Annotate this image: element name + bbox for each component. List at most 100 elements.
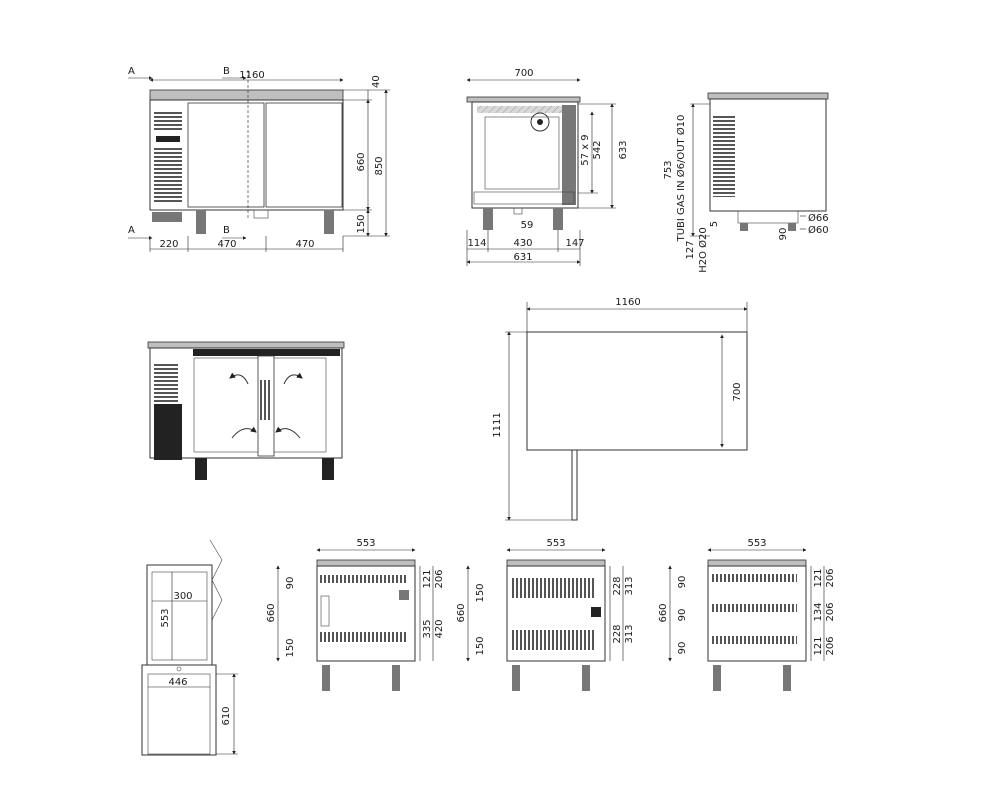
drawer-b-body — [506, 565, 606, 662]
door-w446-label: 446 — [168, 677, 187, 688]
plan-depth-label: 700 — [732, 382, 743, 401]
drawer-b-r228a-label: 228 — [612, 576, 623, 595]
drawer-c-rack-2 — [711, 604, 797, 612]
drawer-c-r121a-label: 121 — [813, 568, 824, 587]
rear-d60-label: Ø60 — [808, 224, 829, 236]
drawer-c-body — [707, 565, 807, 662]
drawer-a-v90-label: 90 — [285, 577, 296, 590]
rear-view: 753 TUBI GAS IN Ø6/OUT Ø10 H2O Ø20 127 5… — [663, 92, 829, 273]
side-b3-label: 147 — [565, 238, 584, 249]
rear-leg-2 — [788, 223, 796, 231]
drawer-a-v150-label: 150 — [285, 638, 296, 657]
airflow-leg-2 — [322, 458, 334, 480]
airflow-leg-1 — [195, 458, 207, 480]
plan-width-label: 1160 — [615, 297, 640, 308]
side-top-insulation — [477, 106, 565, 113]
rear-gas-label: TUBI GAS IN Ø6/OUT Ø10 — [675, 115, 687, 243]
side-h3-label: 633 — [618, 140, 629, 159]
door-inner-label: 553 — [160, 608, 171, 627]
side-leg-2 — [553, 208, 563, 230]
drawer-a-r121-label: 121 — [422, 569, 433, 588]
door-open-view: 300 553 446 610 — [141, 539, 238, 756]
drawer-b-leg-1 — [512, 665, 520, 691]
airflow-evaporator — [260, 380, 272, 420]
front-seg2-label: 470 — [217, 239, 236, 250]
drawer-c-rack-1 — [711, 574, 797, 582]
cold-air-arrow-left-icon — [229, 372, 249, 385]
drawer-b-width-label: 553 — [546, 538, 565, 549]
front-worktop — [149, 89, 344, 101]
door-lower-inner — [147, 673, 211, 755]
side-door-profile — [562, 105, 576, 205]
side-b2-label: 430 — [513, 238, 532, 249]
side-width-label: 700 — [514, 68, 533, 79]
side-body — [471, 101, 579, 209]
side-leg-1 — [483, 208, 493, 230]
rear-leg-1 — [740, 223, 748, 231]
drawer-c-leg-1 — [713, 665, 721, 691]
side-section-view: 700 57 x 9 542 633 114 430 147 631 59 — [466, 68, 629, 266]
side-h2-label: 542 — [592, 140, 603, 159]
drawer-b-h660-label: 660 — [456, 603, 467, 622]
drawer-a-rail — [320, 595, 330, 627]
rear-v127-label: 127 — [685, 240, 696, 259]
front-total-label: 850 — [374, 156, 385, 175]
drawer-b-bottom-rack — [510, 630, 596, 650]
rear-v5-label: 5 — [709, 221, 720, 227]
section-a-bottom: A — [128, 225, 135, 236]
plan-door-swing — [571, 449, 578, 521]
drawer-view-c: 553 660 90 90 90 121 206 134 206 121 206 — [658, 538, 836, 691]
section-b-bottom: B — [223, 225, 230, 236]
airflow-body — [149, 347, 343, 459]
front-width-label: 1160 — [239, 70, 264, 81]
drawer-b-top-rack — [510, 578, 596, 598]
airflow-grille — [154, 364, 178, 404]
door-pin-icon — [176, 666, 182, 672]
front-seg3-label: 470 — [295, 239, 314, 250]
side-inner-cabinet — [484, 116, 560, 190]
plan-view: 1160 700 1111 — [492, 297, 748, 521]
front-bottom-grille — [154, 148, 182, 204]
front-door-left — [187, 102, 265, 208]
door-lower-cabinet — [141, 664, 217, 756]
drawer-b-leg-2 — [582, 665, 590, 691]
drawer-c-v90c-label: 90 — [677, 642, 688, 655]
fan-icon — [530, 112, 550, 132]
rear-grille — [713, 115, 735, 197]
drawer-a-width-label: 553 — [356, 538, 375, 549]
drawer-c-r206b-label: 206 — [825, 602, 836, 621]
drawer-c-leg-2 — [783, 665, 791, 691]
drawer-view-b: 553 660 150 150 228 313 228 313 — [456, 538, 635, 691]
front-legs-label: 150 — [356, 214, 367, 233]
drawer-b-worktop — [506, 559, 606, 567]
side-h1-label: 57 x 9 — [580, 134, 591, 165]
rear-d66-label: Ø66 — [808, 212, 829, 224]
front-view: A B A B 1160 40 660 850 150 220 470 470 — [128, 66, 390, 252]
drawer-b-r228b-label: 228 — [612, 624, 623, 643]
drawer-c-h660-label: 660 — [658, 603, 669, 622]
drawer-c-width-label: 553 — [747, 538, 766, 549]
plan-body — [526, 331, 748, 451]
front-top-label: 40 — [371, 75, 382, 88]
drawer-a-h660-label: 660 — [266, 603, 277, 622]
airflow-worktop — [147, 341, 345, 349]
drawer-c-v90b-label: 90 — [677, 609, 688, 622]
front-unit-base — [152, 212, 182, 222]
drawer-c-r134-label: 134 — [813, 602, 824, 621]
drawer-a-handle — [399, 590, 409, 600]
section-b-top: B — [223, 66, 230, 77]
drawer-c-v90a-label: 90 — [677, 576, 688, 589]
rear-worktop — [707, 92, 829, 100]
drawer-c-r206c-label: 206 — [825, 636, 836, 655]
drawer-a-bottom-rack — [320, 632, 406, 642]
drawer-c-r121b-label: 121 — [813, 636, 824, 655]
drawer-b-v150a-label: 150 — [475, 583, 486, 602]
drawer-c-worktop — [707, 559, 807, 567]
drawer-b-r313b-label: 313 — [624, 624, 635, 643]
section-a-top: A — [128, 66, 135, 77]
fan-hub-icon — [537, 119, 543, 125]
drawer-b-r313a-label: 313 — [624, 576, 635, 595]
front-top-grille — [154, 110, 182, 132]
rear-base — [737, 210, 799, 224]
